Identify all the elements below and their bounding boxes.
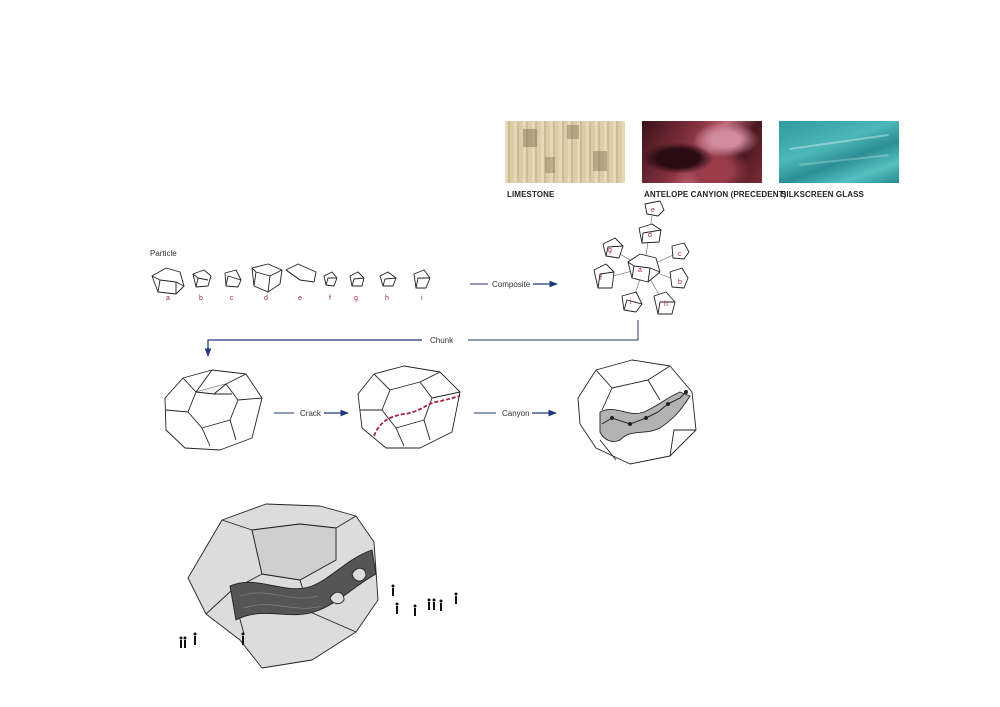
particle-letter-b: b xyxy=(199,295,203,302)
crack-line xyxy=(373,395,461,437)
antelope-canyon-label: ANTELOPE CANYION (PRECEDENT) xyxy=(644,190,787,199)
composite-letters: a b c d e f g h i xyxy=(600,207,682,308)
particle-letter-d: d xyxy=(264,295,268,302)
crack-arrow: Crack xyxy=(274,409,349,418)
composite-letter-a: a xyxy=(638,267,642,274)
silkscreen-glass-swatch xyxy=(779,121,899,183)
canyon-label: Canyon xyxy=(502,409,530,418)
particle-letter-f: f xyxy=(329,295,331,302)
particle-letter-c: c xyxy=(230,295,234,302)
composite-letter-g: g xyxy=(608,247,612,254)
silkscreen-glass-label: SILKSCREEN GLASS xyxy=(781,190,864,199)
limestone-label: LIMESTONE xyxy=(507,190,555,199)
particle-letter-a: a xyxy=(166,295,170,302)
composite-letter-c: c xyxy=(678,251,682,258)
composite-letter-e: e xyxy=(651,207,655,214)
people-figures xyxy=(179,584,458,648)
composite-letter-f: f xyxy=(600,275,602,282)
chunk-label: Chunk xyxy=(430,336,454,345)
composite-label: Composite xyxy=(492,280,531,289)
composite-letter-h: h xyxy=(664,301,668,308)
particle-letter-g: g xyxy=(354,295,358,302)
particle-title: Particle xyxy=(150,249,177,258)
composite-cluster xyxy=(593,200,690,315)
limestone-swatch xyxy=(505,121,625,183)
particle-b xyxy=(192,269,212,288)
particle-letter-h: h xyxy=(385,295,389,302)
particle-h xyxy=(379,271,397,287)
particle-letters: a b c d e f g h i xyxy=(166,295,423,302)
composite-arrow: Composite xyxy=(470,280,558,289)
canyon-path xyxy=(601,390,688,426)
final-massing xyxy=(187,503,379,669)
chunk-rock xyxy=(164,369,263,451)
particle-e xyxy=(285,263,317,283)
composite-letter-b: b xyxy=(678,279,682,286)
canyon-rock xyxy=(577,359,697,465)
particle-f xyxy=(323,271,338,287)
particle-c xyxy=(224,269,242,288)
composite-letter-i: i xyxy=(630,299,632,306)
canyon-arrow: Canyon xyxy=(474,409,557,418)
chunk-arrow: Chunk xyxy=(204,320,639,357)
particle-a xyxy=(151,267,185,295)
particle-g xyxy=(349,271,365,287)
composite-letter-d: d xyxy=(648,232,652,239)
particle-letter-i: i xyxy=(421,295,423,302)
crack-rock xyxy=(357,365,461,449)
antelope-canyon-swatch xyxy=(642,121,762,183)
particle-rocks xyxy=(151,263,431,295)
particle-letter-e: e xyxy=(298,295,302,302)
crack-label: Crack xyxy=(300,409,322,418)
particle-d xyxy=(251,263,283,293)
particle-i xyxy=(413,269,431,289)
